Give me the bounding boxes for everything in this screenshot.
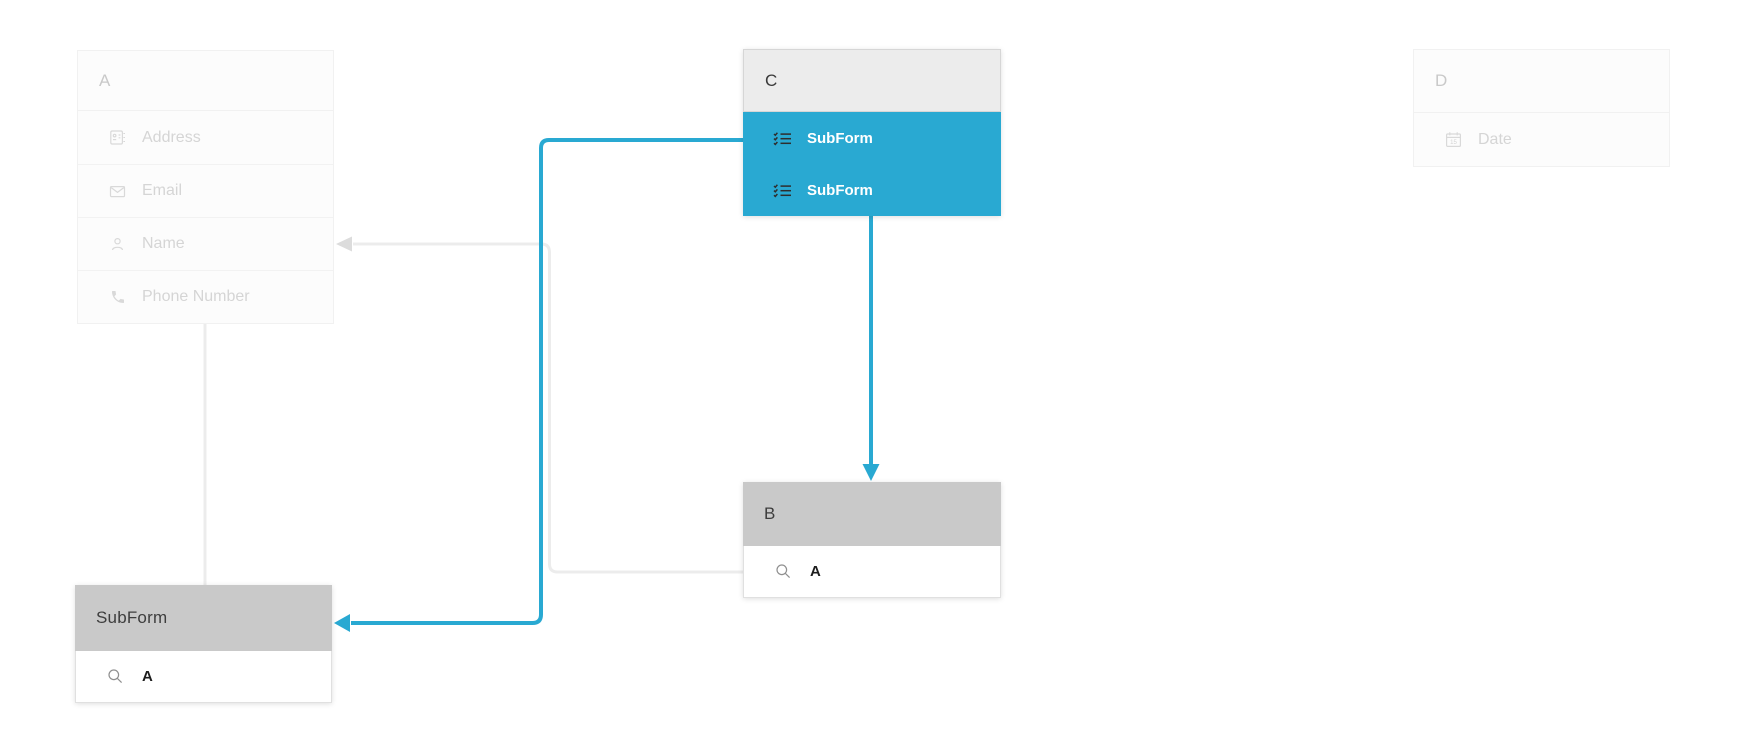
checklist-icon — [773, 131, 792, 146]
phone-icon — [108, 289, 127, 305]
search-icon — [774, 563, 793, 580]
form-b-title: B — [764, 504, 776, 523]
connector-c-to-subform — [351, 138, 743, 625]
form-c-header: C — [743, 49, 1001, 112]
form-card-d[interactable]: D 15 Date — [1413, 49, 1670, 167]
form-a-field-address-label: Address — [142, 128, 201, 146]
envelope-icon — [108, 183, 127, 200]
form-a-field-name-label: Name — [142, 235, 185, 252]
form-a-field-phone: Phone Number — [78, 270, 333, 323]
address-book-icon — [108, 129, 127, 146]
form-a-title: A — [99, 70, 111, 90]
form-card-a[interactable]: A Address Email — [77, 50, 334, 324]
form-d-header: D — [1414, 50, 1669, 113]
person-icon — [108, 236, 127, 253]
form-c-title: C — [765, 70, 778, 90]
form-card-subform[interactable]: SubForm A — [75, 585, 332, 703]
connector-c-to-subform-arrowhead — [334, 614, 350, 632]
calendar-icon: 15 — [1444, 131, 1463, 148]
form-b-header: B — [743, 482, 1001, 546]
form-subform-title: SubForm — [96, 608, 168, 627]
form-a-field-email-label: Email — [142, 182, 183, 199]
form-subform-field-lookup-a-label: A — [142, 668, 153, 685]
form-a-field-phone-label: Phone Number — [142, 288, 250, 305]
connector-b-to-a — [353, 242, 743, 574]
form-d-field-date-label: Date — [1478, 130, 1512, 148]
connector-c-to-b-arrowhead — [862, 464, 880, 481]
form-a-header: A — [78, 51, 333, 111]
form-d-title: D — [1435, 71, 1448, 90]
connector-b-to-a-arrowhead — [336, 236, 352, 252]
form-c-field-subform-1-label: SubForm — [807, 129, 873, 147]
form-a-field-address: Address — [78, 111, 333, 164]
search-icon — [106, 668, 125, 685]
form-c-field-subform-2: SubForm — [743, 164, 1001, 216]
form-b-field-lookup-a-label: A — [810, 563, 821, 580]
form-subform-field-lookup-a: A — [75, 651, 332, 703]
form-a-field-name: Name — [78, 217, 333, 270]
calendar-day-text: 15 — [1450, 140, 1457, 146]
form-d-field-date: 15 Date — [1414, 113, 1669, 166]
checklist-icon — [773, 183, 792, 198]
form-card-b[interactable]: B A — [743, 482, 1001, 598]
form-c-field-subform-1: SubForm — [743, 112, 1001, 164]
form-card-c[interactable]: C SubForm SubForm — [743, 49, 1001, 216]
form-subform-header: SubForm — [75, 585, 332, 651]
form-b-field-lookup-a: A — [743, 546, 1001, 598]
form-a-field-email: Email — [78, 164, 333, 217]
form-c-field-subform-2-label: SubForm — [807, 181, 873, 199]
